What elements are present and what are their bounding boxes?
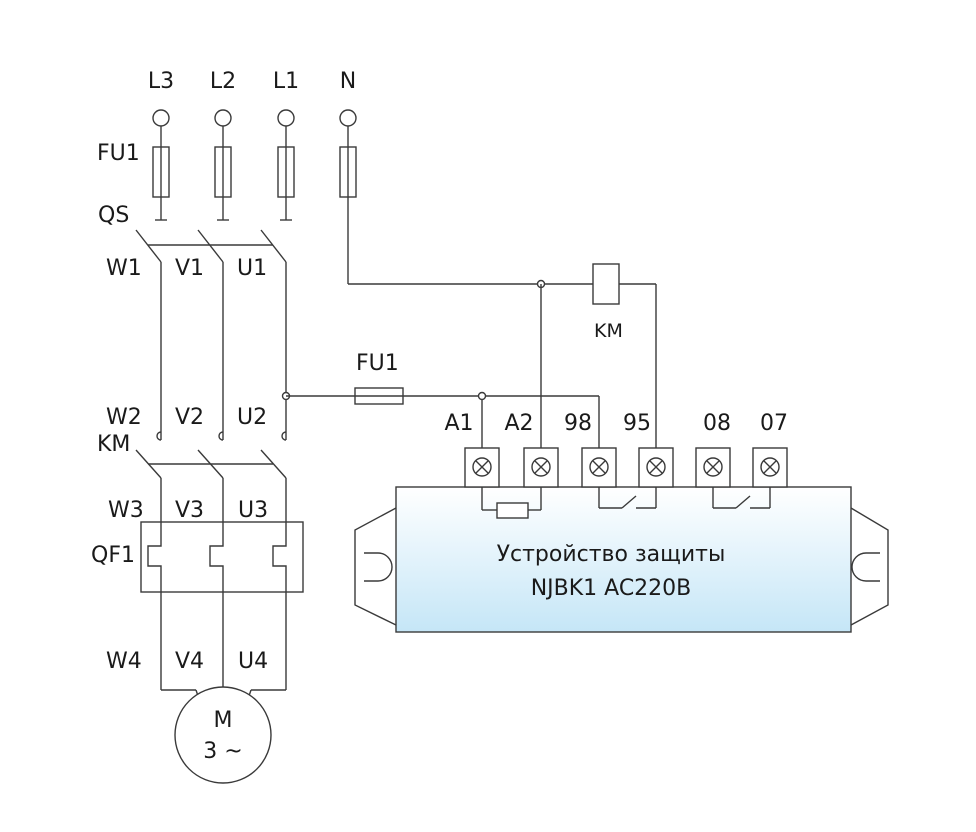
protection-device: A1 A2 98 95 08 07: [354, 411, 889, 633]
motor-phases: 3 ~: [203, 739, 242, 764]
label-u2: U2: [237, 405, 267, 430]
terminal-label-l2: L2: [210, 69, 236, 94]
terminal-circle: [214, 109, 232, 127]
label-v1: V1: [175, 256, 204, 281]
internal-contact-98-95: [598, 487, 657, 509]
junction-dot: [477, 391, 487, 401]
terminal-label-n: N: [340, 69, 356, 94]
terminal-label-98: 98: [564, 411, 592, 436]
motor-letter: M: [214, 708, 233, 733]
terminal-block-a1: [464, 447, 500, 488]
terminal-label-a2: A2: [504, 411, 533, 436]
label-w4: W4: [106, 649, 142, 674]
device-terminal-blocks: [464, 447, 788, 488]
terminal-block-07: [752, 447, 788, 488]
label-u4: U4: [238, 649, 268, 674]
label-u1: U1: [237, 256, 267, 281]
terminal-label-07: 07: [760, 411, 788, 436]
terminal-circle: [152, 109, 170, 127]
control-wire: [286, 387, 600, 448]
terminal-label-95: 95: [623, 411, 651, 436]
label-v4: V4: [175, 649, 204, 674]
label-w2: W2: [106, 405, 142, 430]
mounting-bracket-left: [354, 507, 397, 626]
label-u3: U3: [238, 498, 268, 523]
fuse-group-main: [152, 146, 357, 198]
terminal-block-08: [695, 447, 731, 488]
km-contactor-label: KM: [97, 432, 130, 457]
qs-switch: [135, 229, 287, 263]
terminal-label-l3: L3: [148, 69, 174, 94]
fuse-outputs: [155, 197, 292, 221]
label-v2: V2: [175, 405, 204, 430]
qf1-label: QF1: [91, 543, 135, 568]
terminal-block-95: [638, 447, 674, 488]
device-title-line1: Устройство защиты: [497, 542, 726, 567]
terminal-block-98: [581, 447, 617, 488]
label-v3: V3: [175, 498, 204, 523]
km-main-contacts: [135, 431, 287, 479]
supply-wires: [160, 126, 349, 147]
supply-terminals: [152, 109, 357, 127]
qf1-body: [140, 521, 304, 593]
device-body: [395, 486, 852, 633]
internal-contact-08-07: [712, 487, 771, 509]
device-title-line2: NJBK1 AC220B: [531, 576, 692, 601]
motor: [174, 686, 272, 784]
terminal-circle: [277, 109, 295, 127]
km-coil: [592, 263, 620, 305]
main-conductors-upper: [160, 262, 287, 440]
terminal-label-a1: A1: [444, 411, 473, 436]
fu1-control-label: FU1: [356, 351, 399, 376]
neutral-wire: [347, 197, 593, 285]
km-coil-label: KM: [594, 320, 623, 342]
label-w1: W1: [106, 256, 142, 281]
qs-label: QS: [98, 203, 129, 228]
terminal-label-08: 08: [703, 411, 731, 436]
mounting-bracket-right: [850, 507, 889, 626]
fu1-main-label: FU1: [97, 141, 140, 166]
internal-supply-element: [481, 487, 542, 519]
qf1-trip-elements: [147, 478, 287, 690]
terminal-label-l1: L1: [273, 69, 299, 94]
terminal-block-a2: [523, 447, 559, 488]
terminal-circle: [339, 109, 357, 127]
label-w3: W3: [108, 498, 144, 523]
